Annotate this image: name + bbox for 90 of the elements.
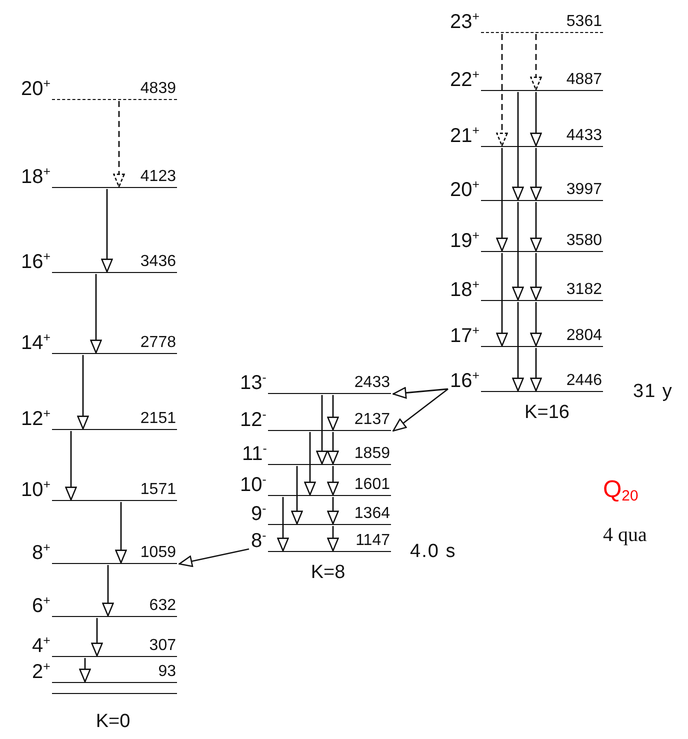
transition-arrow <box>530 148 542 200</box>
energy-label: 2151 <box>140 411 176 427</box>
spin-parity-label: 17$^{+}$ <box>450 325 480 347</box>
energy-label: 3436 <box>140 254 176 270</box>
energy-label: 3182 <box>566 282 602 298</box>
transition-arrow <box>101 189 113 272</box>
energy-label: 4433 <box>566 128 602 144</box>
spin-parity-label: 23$^{+}$ <box>450 11 480 33</box>
energy-label: 1601 <box>354 477 390 493</box>
energy-label: 1147 <box>356 533 390 549</box>
spin-parity-label: 18$^{+}$ <box>450 279 480 301</box>
level-line <box>52 693 177 694</box>
transition-arrow <box>496 253 508 346</box>
transition-arrow <box>530 302 542 346</box>
energy-label: 2804 <box>566 328 602 344</box>
energy-label: 4839 <box>140 81 176 97</box>
energy-label: 2778 <box>140 335 176 351</box>
band-label: K=16 <box>524 402 570 424</box>
transition-arrow <box>327 526 339 552</box>
note-text: 4 qua <box>603 523 647 547</box>
spin-parity-label: 10$^{-}$ <box>240 474 266 496</box>
transition-arrow <box>512 302 524 392</box>
transition-arrow <box>512 202 524 300</box>
spin-parity-label: 13$^{-}$ <box>240 372 266 394</box>
transition-arrow <box>530 348 542 392</box>
transition-arrow <box>304 432 316 496</box>
energy-label: 1364 <box>354 506 390 522</box>
transition-arrow <box>327 497 339 524</box>
transition-arrow <box>90 274 102 354</box>
energy-label: 1859 <box>354 446 390 462</box>
energy-label: 4123 <box>140 169 176 185</box>
energy-label: 2137 <box>354 412 390 428</box>
spin-parity-label: 20$^{+}$ <box>21 78 50 100</box>
transition-arrow <box>178 548 250 568</box>
spin-parity-label: 10$^{+}$ <box>21 479 50 501</box>
transition-arrow <box>392 388 448 432</box>
band-label: K=8 <box>310 562 346 584</box>
transition-arrow <box>392 387 448 399</box>
energy-label: 307 <box>149 638 176 654</box>
transition-arrow <box>102 565 114 616</box>
transition-arrow <box>496 148 508 252</box>
spin-parity-label: 11$^{-}$ <box>242 443 267 465</box>
spin-parity-label: 18$^{+}$ <box>21 166 50 188</box>
energy-label: 1059 <box>140 545 176 561</box>
transition-arrow <box>115 502 127 564</box>
spin-parity-label: 8$^{-}$ <box>251 530 266 552</box>
spin-parity-label: 20$^{+}$ <box>450 179 480 201</box>
transition-arrow <box>530 92 542 146</box>
half-life-label: 4.0 s <box>410 541 456 563</box>
energy-label: 2446 <box>566 373 602 389</box>
spin-parity-label: 4$^{+}$ <box>32 635 50 657</box>
spin-parity-label: 12$^{-}$ <box>240 409 266 431</box>
transition-arrow <box>327 466 339 496</box>
transition-arrow <box>79 658 91 682</box>
spin-parity-label: 14$^{+}$ <box>21 332 50 354</box>
energy-label: 5361 <box>566 14 602 30</box>
spin-parity-label: 19$^{+}$ <box>450 230 480 252</box>
spin-parity-label: 6$^{+}$ <box>32 595 50 617</box>
spin-parity-label: 12$^{+}$ <box>21 408 50 430</box>
spin-parity-label: 16$^{+}$ <box>21 251 50 273</box>
transition-arrow <box>65 431 77 500</box>
spin-parity-label: 9$^{-}$ <box>251 503 266 525</box>
transition-arrow <box>512 92 524 200</box>
spin-parity-label: 21$^{+}$ <box>450 125 480 147</box>
dashed-transition-arrow <box>496 34 508 146</box>
transition-arrow <box>327 395 339 430</box>
energy-label: 2433 <box>354 375 390 391</box>
transition-arrow <box>530 202 542 252</box>
energy-label: 93 <box>158 664 176 680</box>
energy-label: 3997 <box>566 182 602 198</box>
transition-arrow <box>277 497 289 552</box>
energy-label: 632 <box>149 598 176 614</box>
spin-parity-label: 16$^{+}$ <box>450 370 480 392</box>
spin-parity-label: 2$^{+}$ <box>32 661 50 683</box>
band-label: K=0 <box>96 711 130 733</box>
spin-parity-label: 22$^{+}$ <box>450 69 480 91</box>
transition-arrow <box>327 432 339 464</box>
energy-label: 3580 <box>566 233 602 249</box>
energy-label: 1571 <box>140 482 176 498</box>
half-life-label: 31 y <box>633 381 673 403</box>
transition-arrow <box>291 466 303 524</box>
transition-arrow <box>77 355 89 430</box>
dashed-transition-arrow <box>113 101 125 188</box>
energy-label: 4887 <box>566 72 602 88</box>
transition-arrow <box>91 618 103 656</box>
transition-arrow <box>530 253 542 300</box>
spin-parity-label: 8$^{+}$ <box>32 542 50 564</box>
dashed-transition-arrow <box>530 34 542 90</box>
quadrupole-label: Q$_{20}$ <box>603 478 638 502</box>
transition-arrow <box>316 395 328 464</box>
